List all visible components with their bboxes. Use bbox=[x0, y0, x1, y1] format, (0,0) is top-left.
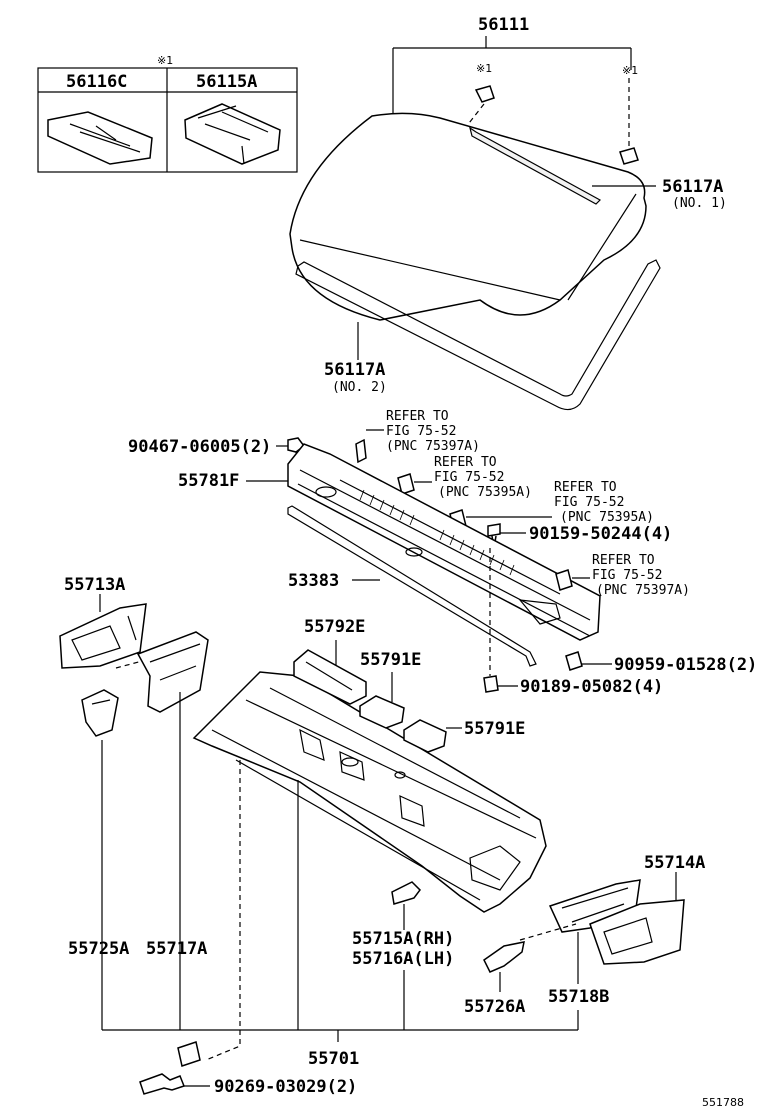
ref4-clip bbox=[555, 569, 573, 591]
note-mark-right: ※1 bbox=[622, 64, 638, 77]
moulding-no1 bbox=[469, 126, 601, 205]
label-90189: 90189-05082(4) bbox=[520, 677, 663, 697]
label-55701: 55701 bbox=[308, 1049, 359, 1069]
clip-right bbox=[619, 147, 639, 165]
ref1-line2: FIG 75-52 bbox=[386, 424, 456, 439]
part-55717A bbox=[136, 631, 209, 713]
nut-90189 bbox=[483, 675, 499, 693]
clip-90959 bbox=[565, 651, 583, 671]
note-mark-left: ※1 bbox=[476, 62, 492, 75]
label-55713A: 55713A bbox=[64, 575, 125, 595]
label-55716A: 55716A(LH) bbox=[352, 949, 454, 969]
label-55714A: 55714A bbox=[644, 853, 705, 873]
label-55792E: 55792E bbox=[304, 617, 365, 637]
label-55718B: 55718B bbox=[548, 987, 609, 1007]
screw-90269 bbox=[139, 1073, 185, 1095]
part-55714A bbox=[589, 899, 685, 965]
label-55791E-2: 55791E bbox=[464, 719, 525, 739]
label-56115A: 56115A bbox=[196, 72, 257, 92]
label-55726A: 55726A bbox=[464, 997, 525, 1017]
ref1-line3: (PNC 75397A) bbox=[386, 439, 480, 454]
label-56117A-no1-sub: (NO. 1) bbox=[672, 196, 727, 211]
ref4-line2: FIG 75-52 bbox=[592, 568, 662, 583]
label-56111: 56111 bbox=[478, 15, 529, 35]
bracket-55715A bbox=[391, 881, 421, 905]
part-55725A bbox=[81, 689, 119, 737]
label-56116C: 56116C bbox=[66, 72, 127, 92]
part-56115A-clip bbox=[184, 103, 281, 165]
ref4-line1: REFER TO bbox=[592, 553, 655, 568]
cover-55791E-1 bbox=[359, 695, 405, 729]
ref1-clip bbox=[355, 438, 367, 464]
label-56117A-no1: 56117A bbox=[662, 177, 723, 197]
ref2-clip bbox=[397, 473, 415, 495]
seal-53383 bbox=[287, 505, 537, 667]
ref4-line3: (PNC 75397A) bbox=[596, 583, 690, 598]
ref2-line2: FIG 75-52 bbox=[434, 470, 504, 485]
label-56117A-no2-sub: (NO. 2) bbox=[332, 380, 387, 395]
part-56116C-clip bbox=[47, 111, 153, 165]
label-53383: 53383 bbox=[288, 571, 339, 591]
label-56117A-no2: 56117A bbox=[324, 360, 385, 380]
label-55781F: 55781F bbox=[178, 471, 239, 491]
label-55725A: 55725A bbox=[68, 939, 129, 959]
label-55715A: 55715A(RH) bbox=[352, 929, 454, 949]
moulding-no2 bbox=[295, 259, 661, 411]
label-90269: 90269-03029(2) bbox=[214, 1077, 357, 1097]
part-55713A bbox=[59, 603, 147, 669]
part-55781F-cowl-top bbox=[287, 443, 601, 641]
clip-left bbox=[474, 85, 495, 103]
label-55791E-1: 55791E bbox=[360, 650, 421, 670]
plate-90269 bbox=[177, 1041, 201, 1067]
cover-55791E-2 bbox=[403, 719, 447, 753]
figure-id: 551788 bbox=[702, 1096, 744, 1109]
leader-56111 bbox=[392, 36, 632, 130]
label-90467: 90467-06005(2) bbox=[128, 437, 271, 457]
ref3-line1: REFER TO bbox=[554, 480, 617, 495]
leaders-55701 bbox=[101, 692, 579, 1042]
ref3-line2: FIG 75-52 bbox=[554, 495, 624, 510]
ref3-line3: (PNC 75395A) bbox=[560, 510, 654, 525]
part-55726A bbox=[483, 941, 525, 973]
label-90159: 90159-50244(4) bbox=[529, 524, 672, 544]
ref2-line1: REFER TO bbox=[434, 455, 497, 470]
label-90959: 90959-01528(2) bbox=[614, 655, 757, 675]
label-55717A: 55717A bbox=[146, 939, 207, 959]
ref1-line1: REFER TO bbox=[386, 409, 449, 424]
ref2-line3: (PNC 75395A) bbox=[438, 485, 532, 500]
note-mark-box: ※1 bbox=[157, 54, 173, 67]
windshield-glass bbox=[289, 112, 647, 321]
